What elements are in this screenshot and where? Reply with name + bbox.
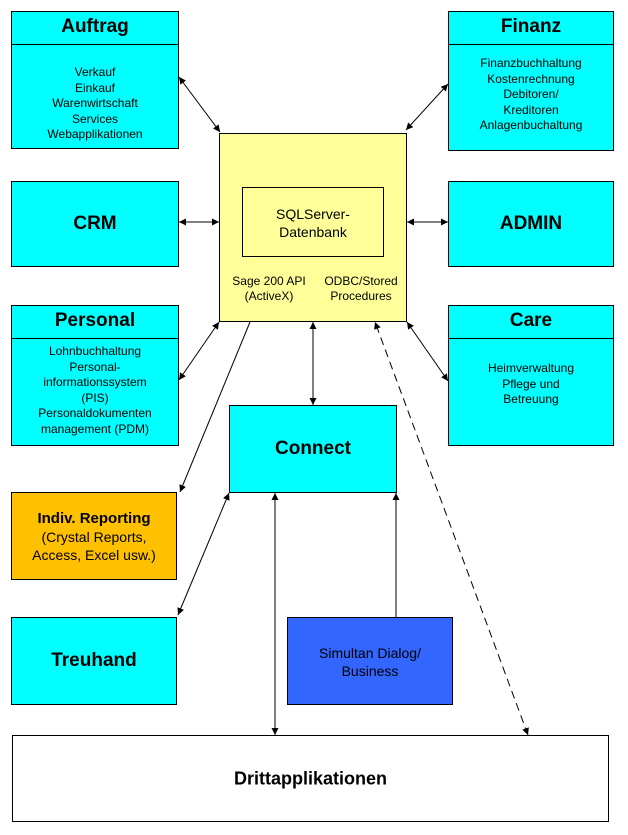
reporting-title: Indiv. Reporting (37, 510, 151, 527)
auftrag-title: Auftrag (61, 16, 129, 37)
list-item: Einkauf (74, 80, 116, 95)
list-item: informationssystem (43, 375, 147, 389)
simultan-module: Simultan Dialog/ Business (287, 617, 453, 705)
arrow-care-db (406, 321, 449, 382)
arrow-drittapp-db-dashed (374, 321, 529, 736)
auftrag-module: Auftrag Verkauf Einkauf Warenwirtschaft … (11, 11, 179, 149)
list-item: Warenwirtschaft (52, 96, 138, 110)
list-item: Lohnbuchhaltung (48, 344, 142, 358)
sage-api-label: Sage 200 API (ActiveX) (232, 274, 306, 303)
list-item: Verkauf (74, 65, 116, 79)
auftrag-items: Verkauf Einkauf Warenwirtschaft Services… (12, 65, 178, 143)
sqlserver-box: SQLServer- Datenbank (242, 187, 384, 257)
finanz-title: Finanz (500, 16, 562, 37)
list-item: Debitoren/ (503, 87, 559, 101)
care-title: Care (509, 310, 553, 331)
simultan-label: Simultan Dialog/ Business (319, 645, 421, 679)
admin-title: ADMIN (499, 213, 563, 234)
arrow-auftrag-db (178, 76, 221, 133)
personal-title: Personal (54, 310, 136, 331)
list-item: Kreditoren (503, 102, 559, 117)
list-item: management (PDM) (40, 421, 150, 436)
list-item: Personal- (69, 359, 121, 374)
list-item: (PIS) (81, 390, 109, 405)
connect-title: Connect (275, 438, 351, 459)
treuhand-title: Treuhand (51, 650, 137, 671)
list-item: Betreuung (503, 392, 559, 406)
arrow-connect-treuhand (177, 492, 230, 616)
care-module: Care Heimverwaltung Pflege und Betreuung (448, 305, 614, 446)
list-item: Anlagenbuchaltung (479, 118, 583, 132)
reporting-module: Indiv. Reporting (Crystal Reports, Acces… (11, 492, 177, 580)
list-item: Pflege und (502, 376, 560, 391)
odbc-label: ODBC/Stored Procedures (324, 274, 398, 303)
care-items: Heimverwaltung Pflege und Betreuung (449, 361, 613, 408)
list-item: Services (71, 111, 118, 126)
list-item: Kostenrechnung (487, 71, 575, 86)
drittapplikationen-title: Drittapplikationen (233, 768, 387, 788)
arrow-db-reporting (179, 321, 251, 493)
personal-module: Personal Lohnbuchhaltung Personal- infor… (11, 305, 179, 446)
drittapplikationen-block: Drittapplikationen (12, 735, 609, 822)
crm-title: CRM (73, 213, 117, 234)
finanz-module: Finanz Finanzbuchhaltung Kostenrechnung … (448, 11, 614, 151)
list-item: Webapplikationen (47, 127, 143, 141)
database-block: SQLServer- Datenbank Sage 200 API (Activ… (219, 133, 407, 322)
list-item: Personaldokumenten (38, 406, 152, 420)
crm-module: CRM (11, 181, 179, 267)
admin-module: ADMIN (448, 181, 614, 267)
personal-items: Lohnbuchhaltung Personal- informationssy… (12, 344, 178, 437)
finanz-items: Finanzbuchhaltung Kostenrechnung Debitor… (449, 56, 613, 134)
reporting-text: Indiv. Reporting (Crystal Reports, Acces… (12, 510, 176, 564)
connect-module: Connect (229, 405, 397, 493)
arrow-finanz-db (405, 83, 449, 131)
treuhand-module: Treuhand (11, 617, 177, 705)
list-item: Heimverwaltung (487, 361, 575, 375)
list-item: Finanzbuchhaltung (480, 56, 582, 70)
arrow-personal-db (178, 321, 220, 381)
sqlserver-label: SQLServer- Datenbank (276, 206, 350, 240)
